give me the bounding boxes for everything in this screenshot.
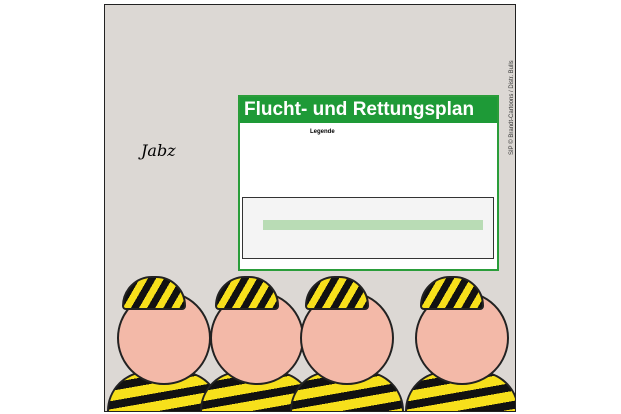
prisoner-4 [405, 271, 515, 411]
escape-plan-poster: Flucht- und Rettungsplan Legende [238, 95, 499, 271]
floor-plan [242, 197, 494, 259]
cartoon-panel: Jabz Flucht- und Rettungsplan Legende SI… [104, 4, 516, 412]
prisoner-3 [290, 271, 404, 411]
legend-title: Legende [310, 129, 335, 135]
artist-signature: Jabz [141, 141, 176, 160]
poster-title: Flucht- und Rettungsplan [240, 97, 497, 123]
escape-corridor [263, 220, 483, 230]
copyright-credit: SIP © Brandt-Cartoons / Distr. Bulls [509, 60, 515, 155]
